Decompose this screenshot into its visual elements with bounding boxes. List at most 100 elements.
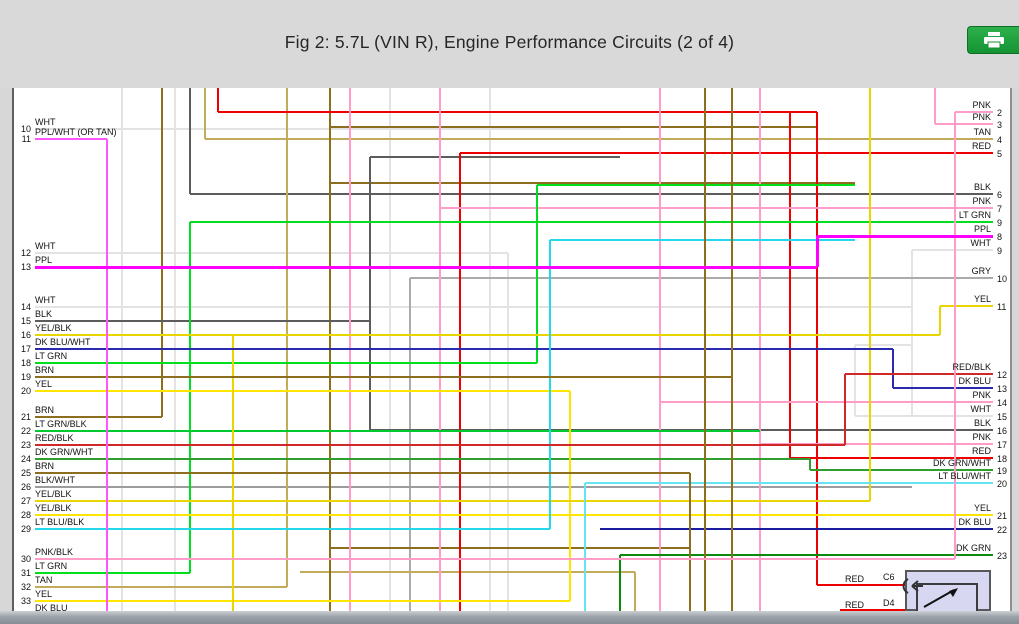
wire-segment: [189, 222, 191, 573]
wire-segment: [869, 88, 871, 501]
left-wire-number: 28: [20, 510, 31, 520]
wire-segment: [855, 344, 912, 346]
left-wire-number: 32: [20, 582, 31, 592]
right-wire-number: 11: [997, 302, 1007, 312]
wire-segment: [35, 128, 620, 130]
right-wire-color-label: BLK: [973, 418, 991, 428]
right-wire-color-label: RED/BLK: [952, 362, 991, 372]
right-wire-color-label: RED: [971, 141, 991, 151]
left-wire-number: 21: [20, 412, 31, 422]
left-wire-color-label: YEL/BLK: [35, 489, 72, 499]
wire-segment: [912, 249, 993, 251]
right-wire-color-label: PNK: [972, 100, 991, 110]
right-wire-number: 22: [997, 525, 1008, 535]
wire-segment: [940, 305, 993, 307]
wire-segment: [205, 138, 993, 140]
wire-segment: [584, 483, 586, 611]
left-wire-color-label: PPL/WHT (OR TAN): [35, 127, 117, 137]
right-wire-number: 15: [997, 412, 1008, 422]
wire-segment: [600, 528, 993, 530]
wire-segment: [35, 514, 993, 516]
right-wire-color-label: DK BLU: [958, 376, 991, 386]
wire-segment: [569, 391, 571, 601]
page-title: Fig 2: 5.7L (VIN R), Engine Performance …: [284, 32, 735, 52]
left-wire-number: 11: [21, 134, 31, 144]
right-wire-color-label: GRY: [971, 266, 991, 276]
left-wire-color-label: YEL: [35, 589, 53, 599]
wire-segment: [370, 156, 620, 158]
bottom-bar: [0, 611, 1019, 624]
wire-segment: [35, 334, 940, 336]
connector-pin-label: D4: [883, 598, 895, 608]
left-wire-number: 12: [20, 248, 31, 258]
left-wire-number: 13: [20, 262, 31, 272]
wire-segment: [35, 586, 287, 588]
left-wire-number: 18: [20, 358, 31, 368]
right-wire-number: 3: [997, 120, 1003, 130]
right-wire-number: 21: [997, 511, 1008, 521]
wire-segment: [459, 153, 461, 611]
left-wire-number: 24: [20, 454, 31, 464]
wire-segment: [844, 374, 846, 445]
left-wire-color-label: BLK: [35, 309, 53, 319]
left-wire-number: 15: [20, 316, 31, 326]
wire-segment: [35, 348, 893, 350]
wire-segment: [35, 362, 537, 364]
wire-segment: [955, 111, 993, 113]
wire-segment: [35, 416, 162, 418]
wire-segment: [954, 112, 956, 559]
left-wire-color-label: WHT: [35, 117, 56, 127]
right-wire-number: 19: [997, 466, 1008, 476]
left-wire-number: 16: [20, 330, 31, 340]
wire-segment: [369, 157, 371, 430]
wire-segment: [536, 185, 538, 363]
left-wire-number: 31: [20, 568, 31, 578]
wire-segment: [440, 207, 993, 209]
wire-segment: [217, 88, 219, 112]
wire-segment: [845, 373, 993, 375]
left-wire-color-label: WHT: [35, 295, 56, 305]
left-wire-number: 20: [20, 386, 31, 396]
right-wire-color-label: LT GRN: [958, 210, 991, 220]
right-wire-color-label: DK GRN/WHT: [933, 458, 991, 468]
left-wire-color-label: LT BLU/BLK: [35, 517, 85, 527]
right-wire-number: 12: [997, 370, 1008, 380]
wire-segment: [204, 88, 206, 139]
left-wire-color-label: YEL/BLK: [35, 503, 72, 513]
right-wire-number: 2: [997, 108, 1003, 118]
wire-segment: [35, 376, 732, 378]
left-wire-number: 23: [20, 440, 31, 450]
left-wire-color-label: PNK/BLK: [35, 547, 74, 557]
wire-segment: [620, 554, 993, 556]
right-wire-number: 10: [997, 274, 1008, 284]
wire-segment: [106, 139, 108, 611]
right-wire-number: 7: [997, 204, 1003, 214]
wire-segment: [190, 193, 993, 195]
printer-icon: [984, 31, 1004, 48]
wire-segment: [35, 572, 190, 574]
wire-segment: [704, 88, 706, 611]
right-wire-color-label: DK BLU: [958, 517, 991, 527]
print-button[interactable]: [967, 26, 1019, 54]
wire-segment: [816, 236, 819, 267]
right-wire-number: 23: [997, 551, 1008, 561]
left-wire-color-label: YEL: [35, 379, 53, 389]
left-wire-number: 10: [20, 124, 31, 134]
wire-segment: [660, 401, 993, 403]
left-wire-number: 14: [20, 302, 31, 312]
left-wire-color-label: TAN: [35, 575, 53, 585]
wire-segment: [934, 88, 936, 124]
wire-segment: [817, 235, 993, 238]
right-wire-number: 14: [997, 398, 1008, 408]
left-wire-color-label: LT GRN/BLK: [35, 419, 87, 429]
right-wire-color-label: YEL: [973, 294, 991, 304]
wire-segment: [161, 88, 163, 417]
wire-segment: [460, 152, 993, 154]
left-wire-number: 27: [20, 496, 31, 506]
wire-segment: [537, 184, 855, 186]
connector-pin-icon: [902, 578, 923, 594]
right-wire-number: 17: [997, 440, 1008, 450]
wire-segment: [330, 547, 690, 549]
left-wire-number: 26: [20, 482, 31, 492]
wire-segment: [330, 126, 817, 128]
